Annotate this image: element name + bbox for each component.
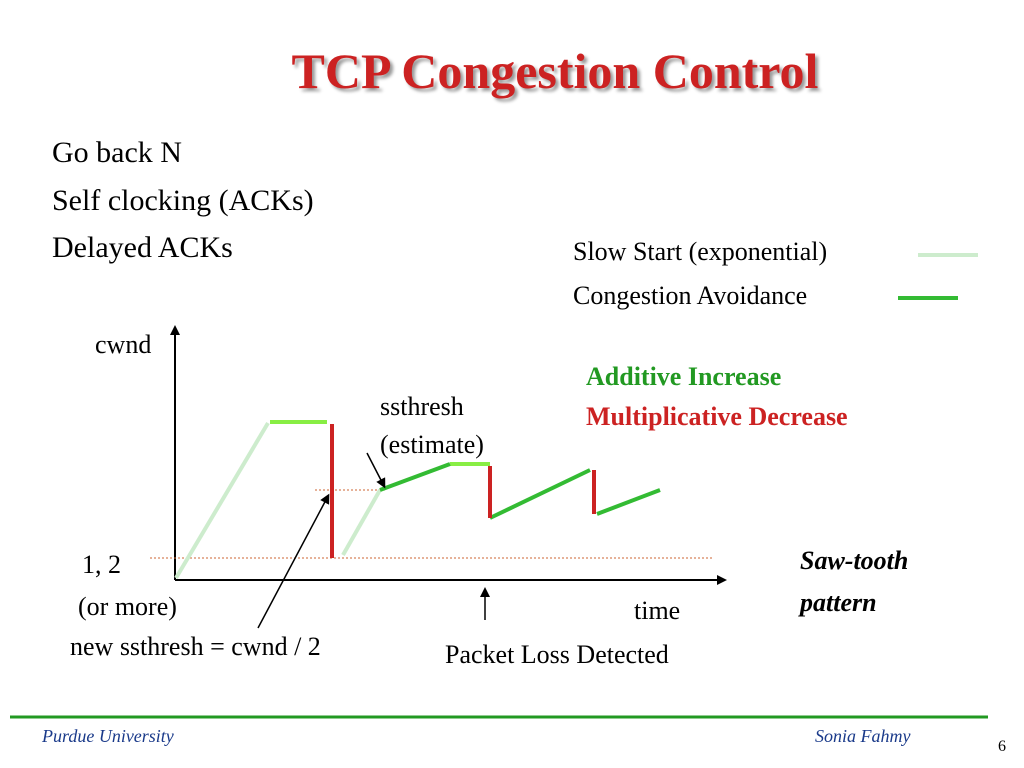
initial-cwnd-or-more-label: (or more) [78,592,177,621]
page-number: 6 [998,738,1006,755]
legend-congestion-avoidance-label: Congestion Avoidance [573,281,808,310]
x-axis-label: time [634,596,681,625]
congestion-avoidance-segment-2 [489,468,591,520]
y-axis-label: cwnd [95,330,152,359]
footer-author: Sonia Fahmy [815,726,911,746]
bullet-self-clocking: Self clocking (ACKs) [52,184,314,217]
new-ssthresh-arrow [257,493,330,629]
sawtooth-label-1: Saw-tooth [800,546,909,575]
packet-loss-label: Packet Loss Detected [445,640,669,669]
slow-start-segment-1 [174,421,270,580]
bullet-delayed-acks: Delayed ACKs [52,231,233,264]
slow-start-segment-2 [341,489,382,556]
congestion-avoidance-segment-1 [379,462,451,492]
additive-increase-label: Additive Increase [586,362,782,391]
new-ssthresh-label: new ssthresh = cwnd / 2 [70,632,321,661]
initial-cwnd-label: 1, 2 [82,550,121,579]
legend-slow-start-label: Slow Start (exponential) [573,237,828,266]
ssthresh-label: ssthresh [380,392,464,421]
congestion-avoidance-segment-3 [596,488,661,516]
sawtooth-label-2: pattern [800,588,877,617]
ssthresh-arrow [366,452,386,489]
bullet-go-back-n: Go back N [52,136,182,169]
ssthresh-estimate-label: (estimate) [380,430,484,459]
multiplicative-decrease-label: Multiplicative Decrease [586,402,848,431]
footer-university: Purdue University [42,726,174,746]
slide-title: TCP Congestion Control [291,43,819,99]
